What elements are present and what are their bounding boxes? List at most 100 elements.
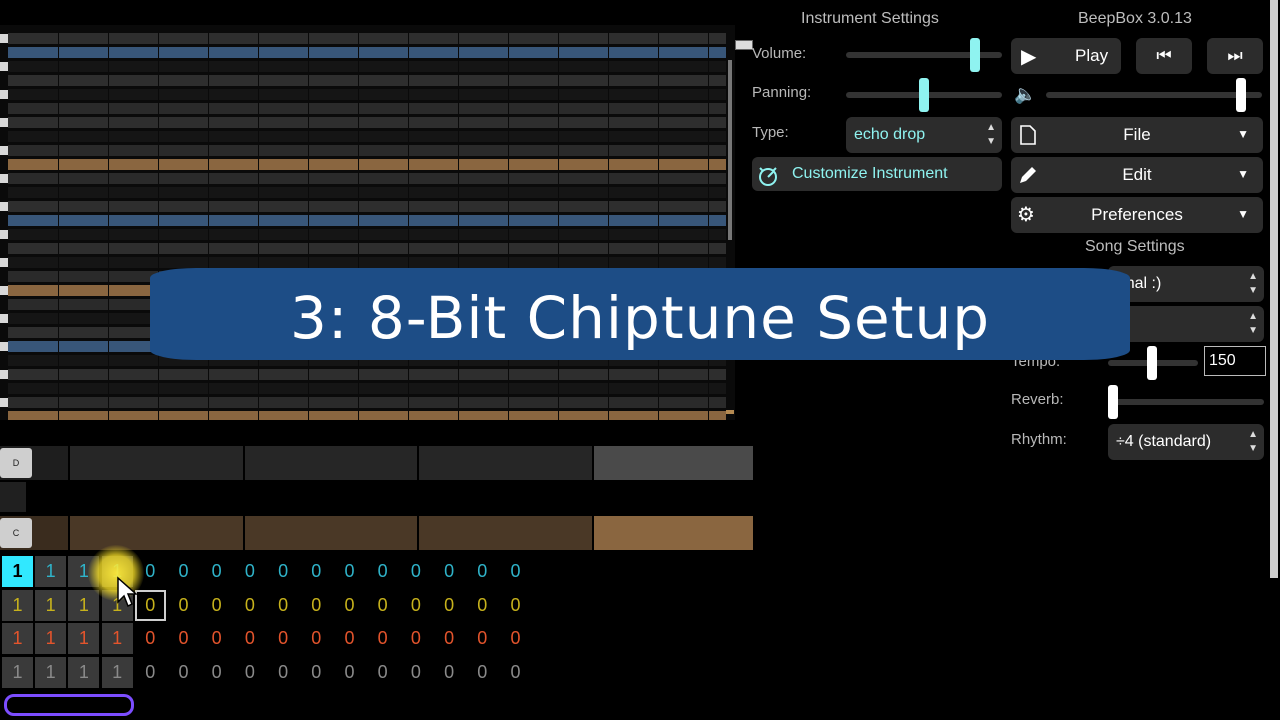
sequence-cell[interactable]: 0 — [377, 561, 388, 581]
volume-slider-thumb[interactable] — [970, 38, 981, 72]
sequence-cell[interactable]: 0 — [211, 561, 222, 581]
piano-key[interactable] — [0, 314, 8, 323]
sequence-cell[interactable]: 0 — [510, 561, 521, 581]
sequence-cell[interactable]: 0 — [444, 561, 455, 581]
sequence-cell[interactable]: 1 — [35, 623, 67, 654]
piano-key[interactable] — [0, 230, 8, 239]
tempo-slider-thumb[interactable] — [1147, 346, 1157, 380]
sequence-cell[interactable]: 0 — [145, 561, 156, 581]
piano-key[interactable] — [0, 342, 8, 351]
track-button-1[interactable]: D — [0, 448, 32, 478]
preferences-menu[interactable]: ⚙ Preferences ▼ — [1011, 197, 1263, 233]
pattern-row[interactable] — [8, 89, 726, 100]
sequence-cell[interactable]: 0 — [311, 561, 322, 581]
channel-track-1[interactable]: D — [0, 446, 753, 480]
sequence-cell[interactable]: 1 — [2, 556, 33, 587]
customize-instrument-button[interactable]: Customize Instrument — [752, 157, 1002, 191]
pattern-scrollbar[interactable] — [728, 60, 732, 240]
reverb-slider[interactable] — [1108, 399, 1264, 405]
sequence-cell[interactable]: 0 — [145, 628, 156, 648]
pattern-row[interactable] — [8, 145, 726, 156]
sequence-cell[interactable]: 1 — [101, 656, 133, 688]
pattern-editor[interactable] — [0, 25, 735, 420]
sequence-cell[interactable]: 0 — [278, 561, 289, 581]
sequence-cell[interactable]: 1 — [68, 623, 100, 654]
piano-key[interactable] — [0, 34, 8, 43]
pattern-row[interactable] — [8, 187, 726, 198]
pattern-row[interactable] — [8, 369, 726, 380]
sequence-cell[interactable]: 0 — [444, 628, 455, 648]
play-button[interactable]: ▶ Play — [1011, 38, 1121, 74]
piano-key[interactable] — [0, 286, 8, 295]
sequence-cell[interactable]: 1 — [68, 589, 100, 621]
sequence-cell[interactable]: 0 — [344, 561, 355, 581]
sequence-cell[interactable]: 0 — [510, 661, 521, 682]
sequence-cell[interactable]: 0 — [444, 594, 455, 615]
piano-key[interactable] — [0, 258, 8, 267]
sequence-grid[interactable]: 1111000000000000111100000000000011110000… — [0, 556, 540, 692]
piano-key[interactable] — [0, 174, 8, 183]
sequence-cell[interactable]: 0 — [244, 628, 255, 648]
pattern-row[interactable] — [8, 103, 726, 114]
pattern-scroll-handle[interactable] — [726, 410, 734, 414]
sequence-cell[interactable]: 0 — [410, 594, 421, 615]
sequence-cell[interactable]: 0 — [178, 628, 189, 648]
sequence-cell[interactable]: 1 — [35, 589, 67, 621]
sequence-cell[interactable]: 0 — [410, 628, 421, 648]
sequence-cell[interactable]: 0 — [510, 628, 521, 648]
sequence-cell[interactable]: 0 — [178, 661, 189, 682]
sequence-cell[interactable]: 0 — [278, 628, 289, 648]
sequence-cell[interactable]: 0 — [211, 628, 222, 648]
sequence-cell[interactable]: 0 — [410, 561, 421, 581]
sequence-cell[interactable]: 0 — [244, 594, 255, 615]
next-bar-button[interactable]: ⏭ — [1207, 38, 1263, 74]
channel-track-2[interactable]: C — [0, 516, 753, 550]
reverb-slider-thumb[interactable] — [1108, 385, 1118, 419]
pattern-row[interactable] — [8, 229, 726, 240]
pattern-row[interactable] — [8, 215, 726, 226]
pattern-row[interactable] — [8, 383, 726, 394]
sequence-cell[interactable]: 0 — [211, 661, 222, 682]
pattern-row[interactable] — [8, 75, 726, 86]
sequence-cell[interactable]: 0 — [377, 661, 388, 682]
sequence-cell[interactable]: 0 — [377, 594, 388, 615]
pattern-row[interactable] — [8, 117, 726, 128]
scale-select[interactable]: rmal :) ▲▼ — [1108, 266, 1264, 302]
sequence-cell[interactable]: 0 — [178, 561, 189, 581]
file-menu[interactable]: File ▼ — [1011, 117, 1263, 153]
sequence-cell[interactable]: 0 — [444, 661, 455, 682]
track-button-2[interactable]: C — [0, 518, 32, 548]
sequence-cell[interactable]: 0 — [344, 628, 355, 648]
sequence-cell[interactable]: 1 — [35, 656, 67, 688]
master-volume-thumb[interactable] — [1235, 78, 1246, 112]
tempo-input[interactable]: 150 — [1204, 346, 1266, 376]
sequence-cell[interactable]: 0 — [477, 594, 488, 615]
pattern-row[interactable] — [8, 355, 726, 366]
sequence-cell[interactable]: 0 — [477, 561, 488, 581]
sequence-cell[interactable]: 1 — [2, 623, 33, 654]
page-scrollbar[interactable] — [1270, 0, 1278, 578]
master-volume-slider[interactable] — [1046, 92, 1262, 98]
piano-key[interactable] — [0, 370, 8, 379]
sequence-cell[interactable]: 0 — [311, 661, 322, 682]
edit-menu[interactable]: Edit ▼ — [1011, 157, 1263, 193]
sequence-cell[interactable]: 0 — [477, 628, 488, 648]
sequence-cell[interactable]: 0 — [244, 561, 255, 581]
sequence-cell[interactable]: 1 — [2, 656, 33, 688]
piano-key[interactable] — [0, 90, 8, 99]
key-select[interactable]: ▲▼ — [1108, 306, 1264, 342]
sequence-cell[interactable]: 0 — [178, 594, 189, 615]
rhythm-select[interactable]: ÷4 (standard) ▲▼ — [1108, 424, 1264, 460]
piano-key[interactable] — [0, 398, 8, 407]
pattern-row[interactable] — [8, 61, 726, 72]
sequence-cell[interactable]: 0 — [278, 594, 289, 615]
sequence-cell[interactable]: 0 — [477, 661, 488, 682]
sequence-cell[interactable]: 1 — [101, 623, 133, 654]
loop-selector[interactable] — [4, 694, 134, 716]
sequence-cell[interactable]: 1 — [2, 589, 33, 621]
sequence-cell[interactable]: 1 — [68, 656, 100, 688]
pattern-row[interactable] — [8, 201, 726, 212]
piano-key[interactable] — [0, 118, 8, 127]
pattern-row[interactable] — [8, 397, 726, 408]
sequence-cell[interactable]: 0 — [145, 661, 156, 682]
